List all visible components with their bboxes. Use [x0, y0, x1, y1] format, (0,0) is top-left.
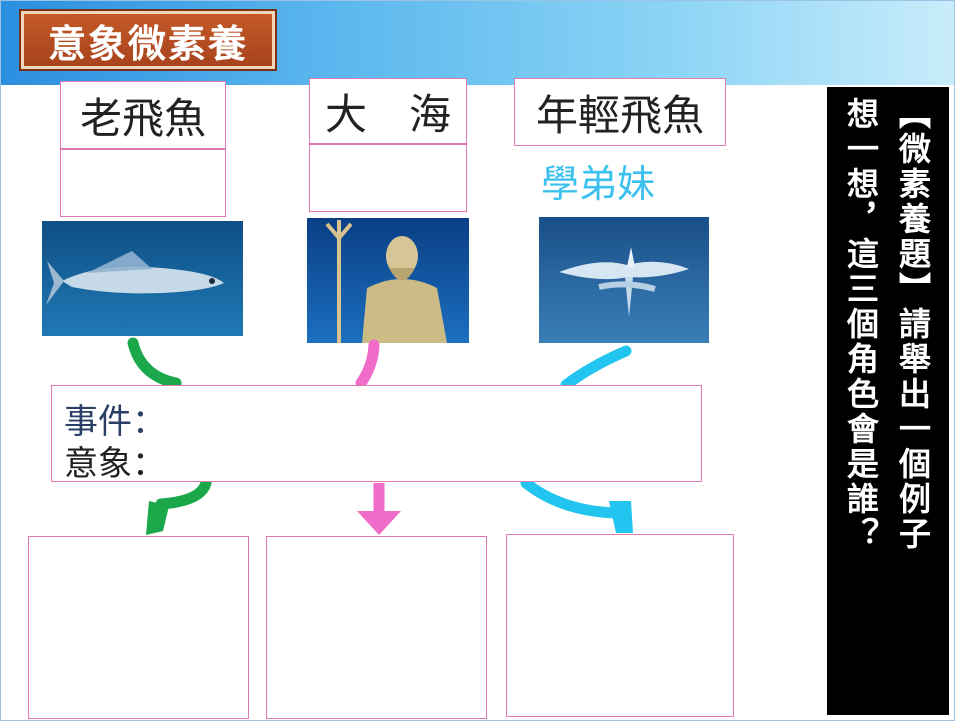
- question-text-col1: 【微素養題】請舉出一個例子: [894, 97, 932, 552]
- event-imagery-box: 事件： 意象：: [51, 385, 702, 484]
- character-name-old-flying-fish: 老飛魚: [60, 81, 226, 149]
- question-side-panel: 【微素養題】請舉出一個例子 想一想，這三個角色會是誰？: [827, 87, 949, 715]
- poseidon-statue-photo: [307, 218, 469, 343]
- young-flying-fish-photo: [539, 217, 709, 343]
- subtitle-juniors: 學弟妹: [541, 162, 656, 206]
- answer-box-middle: [266, 536, 487, 719]
- title-badge: 意象微素養: [19, 9, 277, 71]
- character-name-young-flying-fish: 年輕飛魚: [514, 78, 726, 146]
- character-answer-box-sea: [309, 144, 467, 212]
- flying-fish-photo: [42, 221, 243, 336]
- character-name-sea: 大 海: [309, 78, 467, 144]
- answer-box-left: [28, 536, 249, 719]
- question-text-col2: 想一想，這三個角色會是誰？: [842, 97, 880, 552]
- event-label: 事件：: [64, 402, 166, 442]
- imagery-label: 意象：: [64, 444, 166, 484]
- character-answer-box-old-flying-fish: [60, 149, 226, 217]
- answer-box-right: [506, 534, 734, 717]
